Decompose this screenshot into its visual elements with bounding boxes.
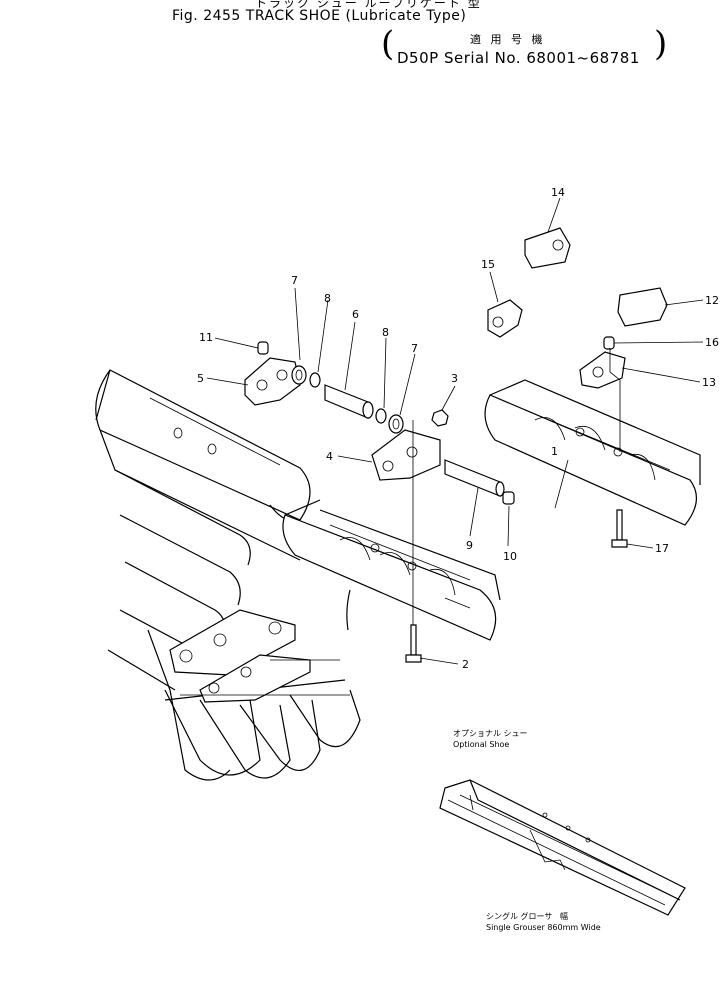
optional-shoe-label-en: Optional Shoe [453, 740, 509, 749]
figure-title: Fig. 2455 TRACK SHOE (Lubricate Type) [172, 8, 467, 24]
caption-jp-width: 幅 [560, 911, 568, 921]
exploded-link-parts [244, 227, 668, 663]
callout-label: 14 [551, 186, 565, 199]
callout-label: 8 [382, 326, 389, 339]
callout-label: 11 [199, 331, 213, 344]
optional-shoe-label-jp: オプショナル シュー [453, 729, 528, 738]
callout-label: 7 [291, 274, 298, 287]
callout-label: 6 [352, 308, 359, 321]
callout-label: 2 [462, 658, 469, 671]
callout-label: 16 [705, 336, 719, 349]
callout-label: 10 [503, 550, 517, 563]
callout-label: 7 [411, 342, 418, 355]
callout-label: 3 [451, 372, 458, 385]
callout-label: 8 [324, 292, 331, 305]
callout-label: 13 [702, 376, 716, 389]
optional-shoe-drawing: オプショナル シュー Optional Shoe シングル グローサ 幅 Sin… [439, 729, 686, 932]
serial-range: D50P Serial No. 68001~68781 [397, 49, 640, 67]
callout-label: 5 [197, 372, 204, 385]
left-paren: ( [381, 24, 395, 64]
callout-label: 17 [655, 542, 669, 555]
callout-label: 4 [326, 450, 333, 463]
callout-label: 12 [705, 294, 719, 307]
caption-jp: シングル グローサ [486, 911, 552, 921]
right-track-shoe [484, 379, 701, 526]
right-paren: ) [654, 24, 668, 64]
callout-label: 1 [551, 445, 558, 458]
assembled-track [95, 369, 361, 781]
applicable-models-label: 適 用 号 機 [470, 33, 546, 46]
leader-lines [206, 197, 704, 665]
callout-numbers: 1 2 4 5 6 7 8 8 7 3 9 10 11 12 13 14 15 … [197, 186, 719, 671]
callout-label: 9 [466, 539, 473, 552]
center-track-shoe [282, 499, 501, 641]
callout-label: 15 [481, 258, 495, 271]
caption-en: Single Grouser 860mm Wide [486, 923, 601, 932]
japanese-title: トラック シュー ルーブリケート 型 [255, 0, 482, 10]
